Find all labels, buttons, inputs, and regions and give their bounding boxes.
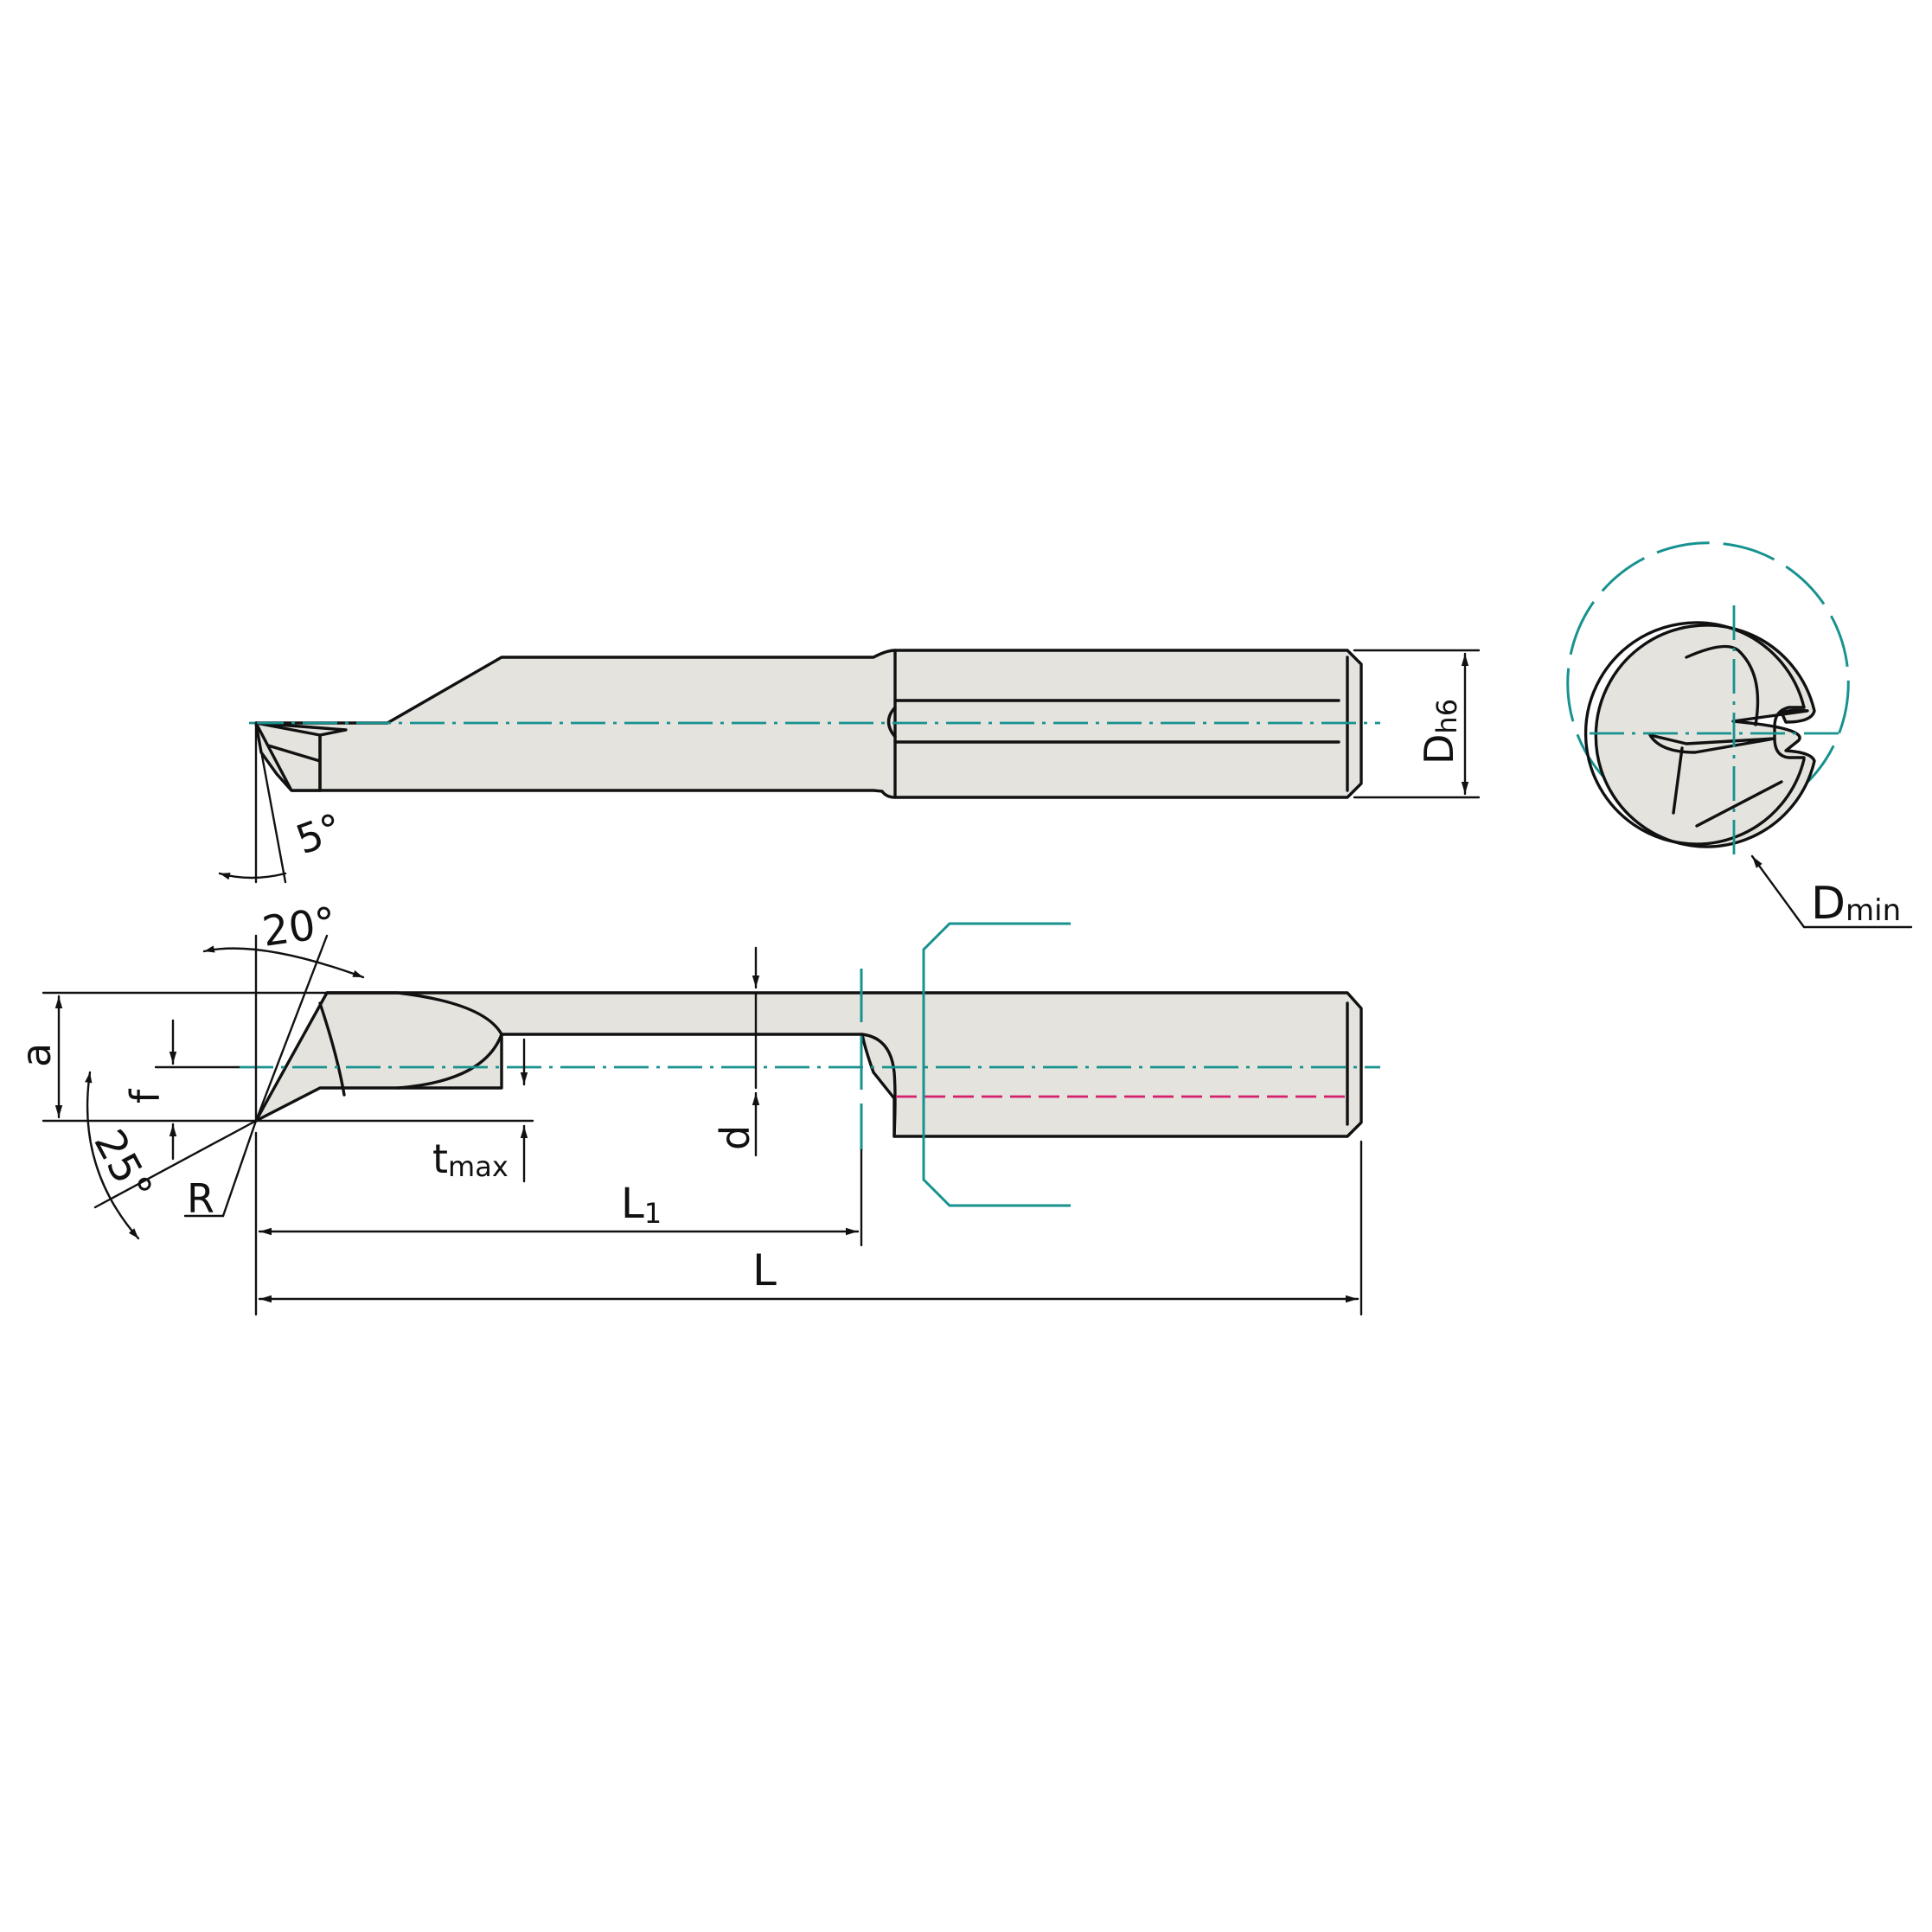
dimension-angle-25: 25° xyxy=(84,1071,258,1240)
dh6-subscript: h6 xyxy=(1430,699,1463,734)
end-view-dmin-circle xyxy=(1566,541,1850,825)
dimension-tmax: tmax xyxy=(254,1038,534,1183)
l-label: L xyxy=(752,1245,777,1295)
dimension-l: L xyxy=(258,1140,1363,1316)
top-view-flat-groove xyxy=(886,706,897,739)
angle-5-label: 5° xyxy=(290,804,349,864)
l1-label: L xyxy=(621,1180,644,1228)
front-view xyxy=(239,922,1380,1207)
dimension-dmin: Dmin xyxy=(1750,854,1913,930)
svg-text:L1: L1 xyxy=(621,1180,662,1230)
end-view-cutting-edge xyxy=(1648,733,1776,754)
r-label: R xyxy=(187,1175,214,1222)
front-view-tip-line xyxy=(318,1001,346,1097)
break-bracket xyxy=(922,922,1071,1207)
dimension-l1: L1 xyxy=(254,1131,863,1316)
tmax-subscript: max xyxy=(448,1150,509,1183)
dmin-label: D xyxy=(1811,878,1846,930)
front-view-chip-groove xyxy=(325,991,503,1090)
dmin-subscript: min xyxy=(1846,893,1901,928)
d-label: d xyxy=(712,1125,758,1150)
end-view-body xyxy=(1594,624,1816,848)
dimension-a: a xyxy=(13,991,329,1123)
top-view xyxy=(249,649,1380,799)
dimension-angle-20: 20° xyxy=(202,899,365,1123)
end-view xyxy=(1566,541,1850,856)
angle-25-label: 25° xyxy=(84,1122,161,1209)
dimension-f: f xyxy=(122,1019,240,1161)
svg-text:tmax: tmax xyxy=(432,1136,509,1183)
end-view-cut-line-upper xyxy=(1685,644,1760,726)
top-view-tip-edge xyxy=(254,721,322,792)
a-label: a xyxy=(13,1043,60,1067)
front-view-neck-end xyxy=(860,1033,897,1138)
dimension-r: R xyxy=(183,1119,258,1222)
dh6-label: D xyxy=(1416,734,1462,764)
end-view-outer-arc xyxy=(1583,621,1806,846)
tmax-label: t xyxy=(432,1136,448,1182)
svg-text:Dmin: Dmin xyxy=(1811,878,1901,930)
dimension-dh6: Dh6 xyxy=(1353,649,1481,799)
svg-text:Dh6: Dh6 xyxy=(1416,699,1463,764)
angle-20-label: 20° xyxy=(259,899,339,956)
dimension-d: d xyxy=(712,946,760,1157)
front-view-body xyxy=(254,991,1363,1138)
f-label: f xyxy=(122,1088,169,1104)
end-view-lower-edge xyxy=(1672,746,1783,828)
l1-subscript: 1 xyxy=(644,1197,662,1230)
